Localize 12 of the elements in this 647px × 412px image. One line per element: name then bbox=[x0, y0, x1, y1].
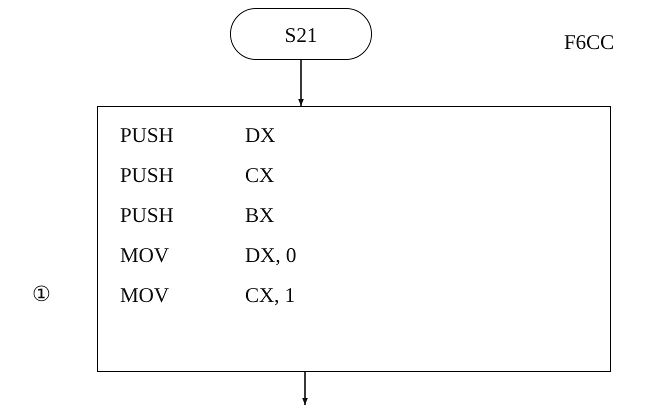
step-number: ① bbox=[32, 284, 51, 305]
instruction-line: PUSH CX bbox=[120, 165, 274, 186]
arrow bbox=[298, 60, 304, 106]
terminal-stadium bbox=[230, 8, 372, 60]
instruction-line: PUSH DX bbox=[120, 125, 276, 146]
instruction-line: MOV CX, 1 bbox=[120, 285, 296, 306]
arrow bbox=[302, 372, 308, 405]
instruction-line: MOV DX, 0 bbox=[120, 245, 296, 266]
terminal-label: S21 bbox=[284, 25, 318, 46]
instruction-line: PUSH BX bbox=[120, 205, 274, 226]
code-label: F6CC bbox=[564, 32, 614, 53]
process-box bbox=[97, 106, 611, 372]
